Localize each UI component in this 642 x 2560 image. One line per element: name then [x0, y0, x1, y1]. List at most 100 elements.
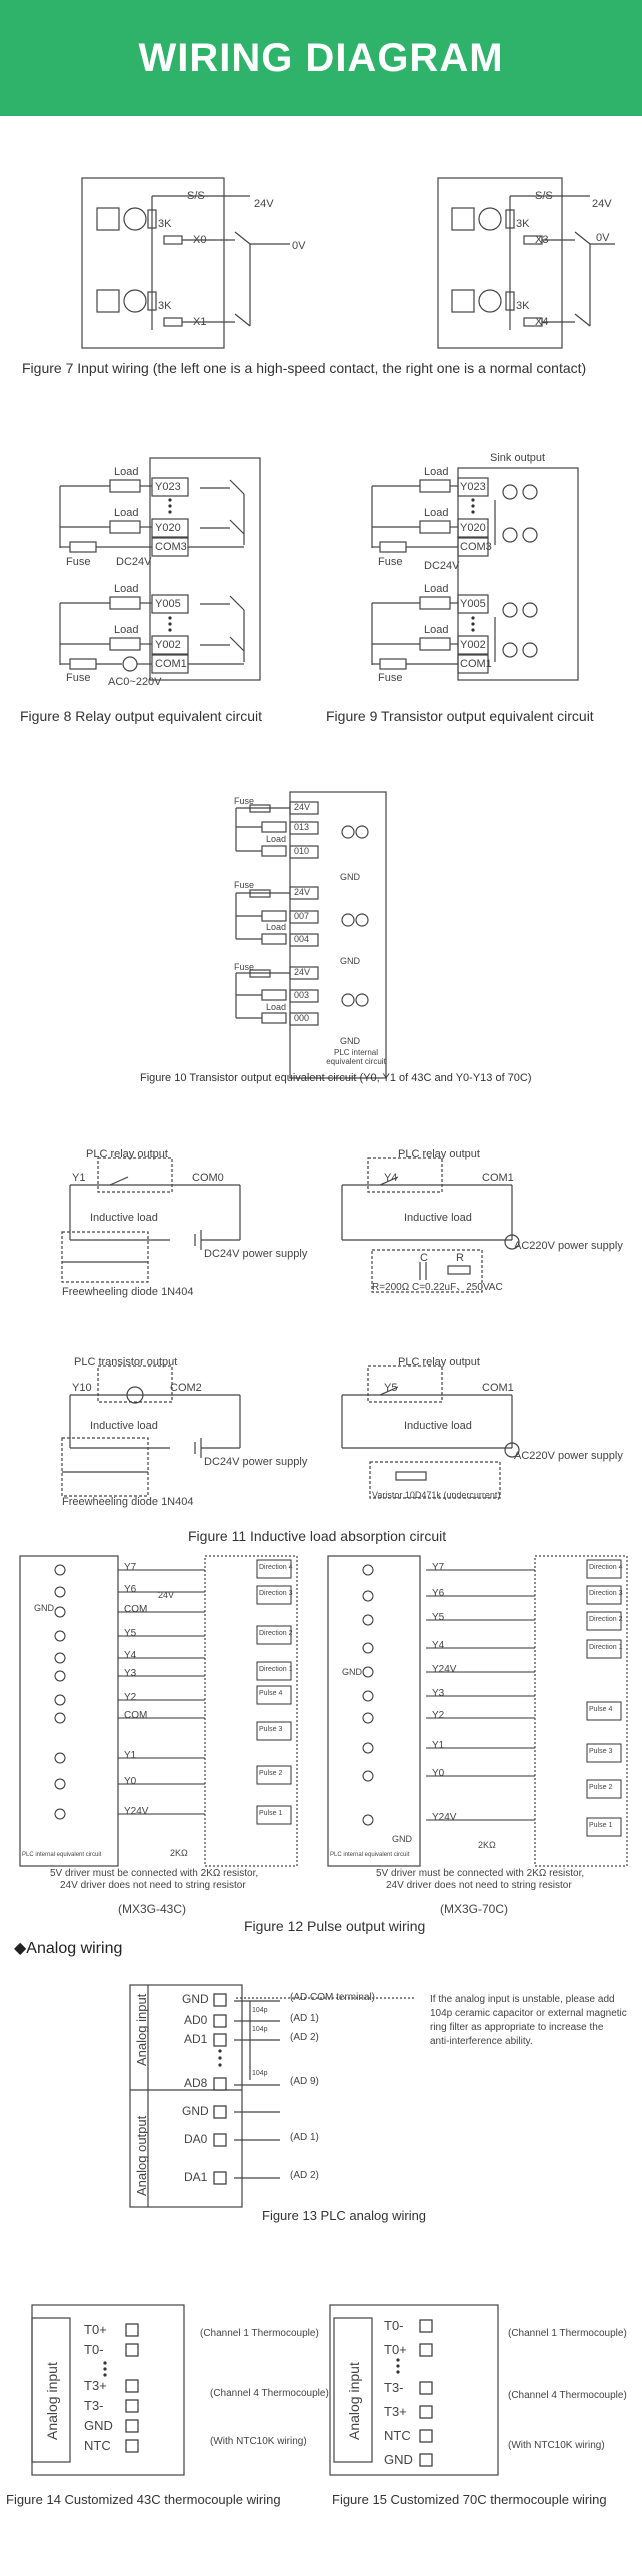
fig12-left-driver-0: Direction 4 [259, 1564, 293, 1571]
fig14-term-0: T0+ [84, 2322, 107, 2337]
fig12-right-opto-9 [362, 1814, 374, 1826]
fig12-left-model: (MX3G-43C) [118, 1902, 187, 1916]
fig13-out-da1: DA1 [184, 2170, 208, 2184]
fig11-a-diode: Freewheeling diode 1N404 [62, 1286, 194, 1298]
fig12-right-term-9: Y24V [432, 1812, 457, 1823]
fig10-gnd-3: GND [340, 1036, 360, 1046]
fig7-right-r1: 3K [516, 218, 530, 230]
fig10-fuse-1: Fuse [234, 796, 255, 806]
fig12-left-2k: 2KΩ [170, 1848, 188, 1858]
fig10-g2-004: 004 [294, 934, 310, 944]
fig14-term-3: T3- [84, 2398, 104, 2413]
fig8-term-y002: Y002 [155, 639, 181, 651]
fig15-term-2: T3- [384, 2380, 404, 2395]
fig12-right-term-0: Y7 [432, 1562, 445, 1573]
fig12-left-term-5: Y3 [124, 1668, 137, 1679]
fig12-right-term-2: Y5 [432, 1612, 445, 1623]
fig10-load-3: Load [266, 1002, 287, 1012]
fig12-left-opto-7 [54, 1712, 66, 1724]
fig11-a-y: Y1 [72, 1172, 86, 1184]
fig12-right-opto-2 [362, 1614, 374, 1626]
fig15-term-1: T0+ [384, 2342, 407, 2357]
fig11-a-com: COM0 [192, 1172, 224, 1184]
fig9-term-y023: Y023 [460, 481, 486, 493]
fig11-c-diode: Freewheeling diode 1N404 [62, 1496, 194, 1508]
fig10-g3-24v: 24V [294, 967, 311, 977]
fig12-left-term-6: Y2 [124, 1692, 137, 1703]
fig12-right-driver-5: Pulse 3 [589, 1748, 613, 1755]
fig12-caption: Figure 12 Pulse output wiring [244, 1918, 426, 1934]
fig11-b-power: AC220V power supply [514, 1240, 623, 1252]
fig8-load-3: Load [114, 583, 139, 595]
fig10-g1-013: 013 [294, 822, 310, 832]
fig13-cap-3: 104p [252, 2070, 268, 2077]
fig11-c-power: DC24V power supply [204, 1456, 308, 1468]
fig7-right-24v: 24V [592, 198, 612, 210]
fig7-left-r2: 3K [158, 300, 172, 312]
fig12-right-driver-2: Direction 2 [589, 1616, 623, 1623]
fig12-right-diagram [327, 1555, 628, 1867]
fig13-output-label: Analog output [134, 2115, 149, 2196]
fig12-left-internal: PLC internal equivalent circuit [22, 1852, 102, 1858]
fig15-term-3: T3+ [384, 2404, 407, 2419]
fig13-in-note-2: (AD 2) [290, 2032, 319, 2043]
fig11-d-com: COM1 [482, 1382, 514, 1394]
fig12-left-24v: 24V [158, 1590, 175, 1600]
fig10-g1-24v: 24V [294, 802, 311, 812]
fig10-fuse-2: Fuse [234, 880, 255, 890]
fig10-fuse-3: Fuse [234, 962, 255, 972]
fig8-dc24: DC24V [116, 556, 152, 568]
fig11-a-title: PLC relay output [86, 1148, 168, 1160]
fig12-left-diagram [19, 1555, 298, 1867]
fig12-right-gnd2: GND [392, 1834, 412, 1844]
fig14-term-5: NTC [84, 2438, 111, 2453]
fig10-caption: Figure 10 Transistor output equivalent c… [140, 1072, 532, 1084]
fig14-term-4: GND [84, 2418, 113, 2433]
page-title: WIRING DIAGRAM [138, 36, 504, 80]
fig13-advice-1: 104p ceramic capacitor or external magne… [430, 2008, 627, 2019]
fig11-b-c: C [420, 1252, 428, 1264]
fig13-in-note-0: (AD COM terminal) [290, 1992, 376, 2003]
fig12-left-term-4: Y4 [124, 1650, 137, 1661]
fig10-load-1: Load [266, 834, 287, 844]
fig15-label: Analog input [346, 2362, 362, 2440]
fig10-load-2: Load [266, 922, 287, 932]
fig13-caption: Figure 13 PLC analog wiring [262, 2208, 427, 2223]
fig14-term-2: T3+ [84, 2378, 107, 2393]
fig7-left-x1: X1 [193, 316, 207, 328]
fig13-advice-2: ring filter as appropriate to increase t… [430, 2022, 604, 2033]
fig14-note-0: (Channel 1 Thermocouple) [200, 2328, 319, 2339]
fig14-label: Analog input [44, 2362, 60, 2440]
fig14-term-1: T0- [84, 2342, 104, 2357]
fig12-left-opto-2 [54, 1606, 66, 1618]
fig8-load-1: Load [114, 466, 139, 478]
fig8-term-y020: Y020 [155, 522, 181, 534]
fig10-gnd-1: GND [340, 872, 360, 882]
fig11-b-rc: R=200Ω C=0.22uF、250VAC [372, 1282, 503, 1293]
fig9-title: Sink output [490, 452, 546, 464]
fig12-left-driver-7: Pulse 1 [259, 1810, 283, 1817]
fig12-left-term-10: Y24V [124, 1806, 149, 1817]
fig12-right-opto-7 [362, 1742, 374, 1754]
fig11-b-com: COM1 [482, 1172, 514, 1184]
fig12-left-term-7: COM [124, 1710, 148, 1721]
fig12-left-opto-3 [54, 1630, 66, 1642]
fig12-right-driver-4: Pulse 4 [589, 1706, 613, 1713]
fig12-left-opto-6 [54, 1694, 66, 1706]
fig13-diagram [129, 1984, 416, 2208]
fig11-caption: Figure 11 Inductive load absorption circ… [188, 1528, 447, 1544]
fig12-right-term-7: Y1 [432, 1740, 445, 1751]
fig12-right-opto-0 [362, 1564, 374, 1576]
fig12-right-driver-1: Direction 3 [589, 1590, 623, 1597]
fig9-fuse-1: Fuse [378, 556, 403, 568]
fig10-g2-24v: 24V [294, 887, 311, 897]
fig12-left-opto-8 [54, 1752, 66, 1764]
fig7-left-x0: X0 [193, 234, 207, 246]
fig11-b-load: Inductive load [404, 1212, 472, 1224]
fig8-fuse-1: Fuse [66, 556, 91, 568]
fig15-term-5: GND [384, 2452, 413, 2467]
fig12-left-term-8: Y1 [124, 1750, 137, 1761]
fig12-right-term-3: Y4 [432, 1640, 445, 1651]
fig8-term-y005: Y005 [155, 598, 181, 610]
fig14-note-1: (Channel 4 Thermocouple) [210, 2388, 329, 2399]
